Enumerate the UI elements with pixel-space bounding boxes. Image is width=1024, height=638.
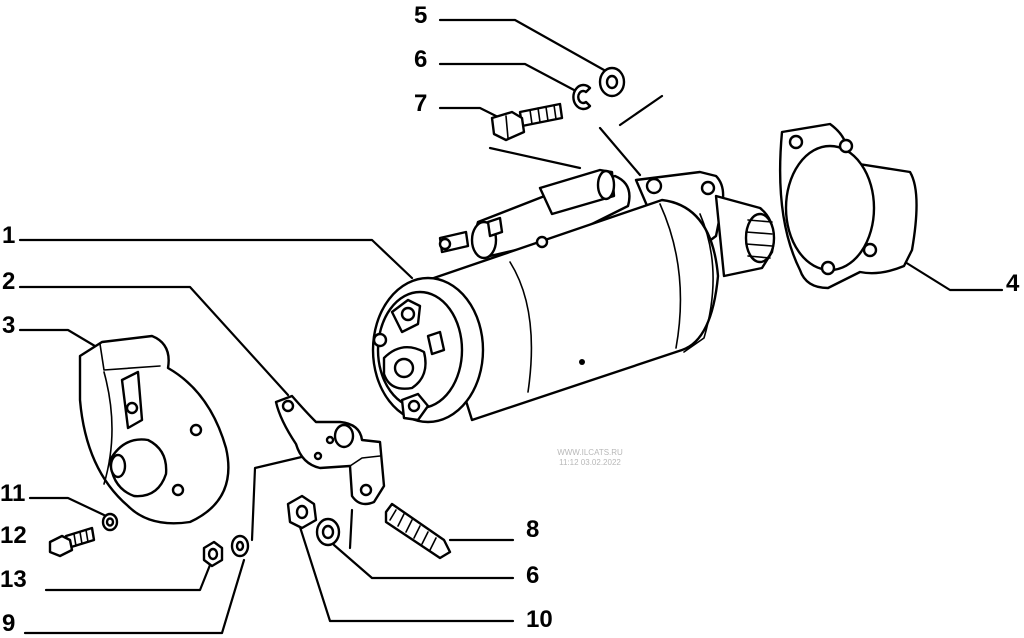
washer-9 — [230, 534, 250, 558]
assembly-line-top-3 — [488, 146, 582, 170]
leader-line-6-bottom — [332, 543, 515, 580]
leader-lines — [18, 18, 1004, 635]
starter-motor-1 — [371, 168, 776, 424]
callout-3: 3 — [2, 312, 16, 339]
leader-line-5 — [438, 18, 606, 72]
callout-2: 2 — [2, 268, 16, 295]
spring-washer-6-top — [572, 83, 592, 111]
flat-washer-5 — [598, 66, 626, 98]
leader-line-7 — [438, 106, 502, 120]
support-cover-3 — [78, 334, 230, 525]
assembly-line-lower-1 — [250, 453, 312, 542]
nut-13 — [202, 540, 224, 568]
assembly-line-top — [598, 126, 642, 177]
leader-line-1 — [18, 238, 414, 280]
leader-line-11 — [28, 496, 106, 517]
small-washer-11 — [101, 512, 119, 532]
bracket-2 — [274, 394, 386, 506]
bolt-7 — [490, 102, 564, 142]
callout-6-bottom: 6 — [526, 562, 540, 589]
leader-line-10 — [298, 525, 515, 623]
callout-8: 8 — [526, 516, 540, 543]
callout-13: 13 — [0, 566, 27, 593]
leader-line-13 — [44, 558, 214, 592]
callout-11: 11 — [0, 480, 26, 507]
stud-8 — [384, 502, 452, 560]
callout-12: 12 — [0, 522, 27, 549]
nut-10 — [286, 494, 318, 530]
watermark-site: WWW.ILCATS.RU — [557, 448, 623, 457]
callout-1: 1 — [2, 222, 16, 249]
leader-line-2 — [18, 285, 290, 397]
callout-4: 4 — [1006, 270, 1020, 297]
assembly-line-lower-2 — [348, 508, 354, 550]
watermark-timestamp: 11:12 03.02.2022 — [559, 458, 621, 467]
washer-6-bottom — [315, 517, 341, 547]
leader-line-6-top — [438, 62, 576, 92]
gasket-plate-4 — [778, 122, 918, 290]
callout-10: 10 — [526, 606, 553, 633]
assembly-line-top-2 — [618, 94, 664, 127]
callout-5: 5 — [414, 2, 428, 29]
callout-7: 7 — [414, 90, 428, 117]
callout-6: 6 — [414, 46, 428, 73]
screw-12 — [48, 526, 96, 558]
watermark: WWW.ILCATS.RU 11:12 03.02.2022 — [540, 448, 640, 468]
callout-9: 9 — [2, 610, 16, 637]
leader-line-4 — [903, 260, 1004, 292]
leader-line-9 — [23, 558, 246, 635]
